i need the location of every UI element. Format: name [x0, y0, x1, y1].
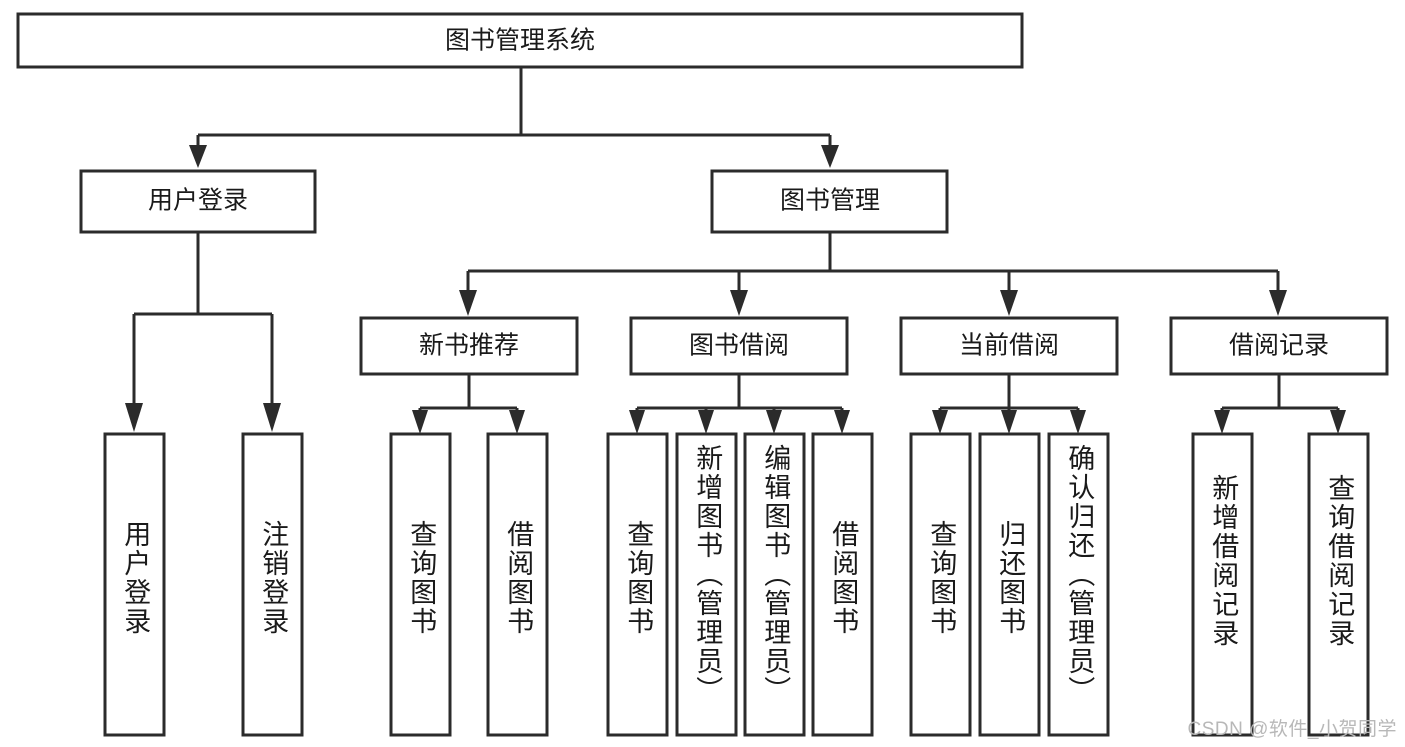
leaf-boxes-user-login: [103, 432, 304, 737]
new-book-recommend-label: 新书推荐: [419, 332, 519, 360]
arrow-to-leaf-bb-1: [629, 410, 645, 434]
root-box[interactable]: [16, 12, 1024, 69]
arrow-to-borrow-record: [1269, 290, 1287, 316]
leaf-boxes-current-borrow: [909, 432, 1110, 737]
arrow-to-user-login: [189, 145, 207, 168]
arrow-to-leaf-cb-2: [1001, 410, 1017, 434]
node-book-borrow[interactable]: 图书借阅: [629, 316, 849, 376]
connector-current-borrow-to-leaves: [932, 374, 1086, 434]
leaf-boxes-borrow-record: [1191, 432, 1370, 737]
borrow-record-label: 借阅记录: [1229, 332, 1329, 360]
current-borrow-label: 当前借阅: [959, 332, 1059, 360]
leaf-box-cb-return-book[interactable]: [978, 432, 1041, 737]
arrow-to-leaf-bb-4: [834, 410, 850, 434]
arrow-to-leaf-user-login: [125, 403, 143, 432]
connector-new-book-recommend-to-leaves: [412, 374, 525, 434]
connector-book-manage-to-level3: [459, 232, 1287, 316]
leaf-box-bb-edit-book[interactable]: [743, 432, 806, 737]
arrow-to-leaf-cb-1: [932, 410, 948, 434]
leaf-box-user-login[interactable]: [103, 432, 166, 737]
arrow-to-leaf-br-2: [1330, 410, 1346, 434]
node-user-login[interactable]: 用户登录: [79, 169, 317, 234]
leaf-box-br-add-record[interactable]: [1191, 432, 1254, 737]
leaf-box-bb-borrow-book[interactable]: [811, 432, 874, 737]
arrow-to-leaf-br-1: [1214, 410, 1230, 434]
arrow-to-leaf-nbr-2: [509, 410, 525, 434]
leaf-boxes-book-borrow: [606, 432, 874, 737]
user-login-label: 用户登录: [148, 187, 248, 215]
node-root[interactable]: 图书管理系统: [16, 12, 1024, 69]
leaf-box-bb-add-book[interactable]: [675, 432, 738, 737]
new-book-recommend-box[interactable]: [359, 316, 579, 376]
node-borrow-record[interactable]: 借阅记录: [1169, 316, 1389, 376]
arrow-to-leaf-bb-2: [698, 410, 714, 434]
arrow-to-leaf-logout: [263, 403, 281, 432]
arrow-to-leaf-nbr-1: [412, 410, 428, 434]
watermark: CSDN @软件_小贺同学: [1187, 719, 1397, 740]
leaf-boxes-new-book-recommend: [389, 432, 549, 737]
leaf-box-nbr-query-book[interactable]: [389, 432, 452, 737]
arrow-to-leaf-cb-3: [1070, 410, 1086, 434]
node-new-book-recommend[interactable]: 新书推荐: [359, 316, 579, 376]
arrow-to-book-borrow: [730, 290, 748, 316]
leaf-box-nbr-borrow-book[interactable]: [486, 432, 549, 737]
book-manage-label: 图书管理: [780, 187, 880, 215]
arrow-to-current-borrow: [1000, 290, 1018, 316]
connector-book-borrow-to-leaves: [629, 374, 850, 434]
node-current-borrow[interactable]: 当前借阅: [899, 316, 1119, 376]
arrow-to-new-book-recommend: [459, 290, 477, 316]
book-borrow-label: 图书借阅: [689, 332, 789, 360]
connector-root-to-level2: [189, 67, 839, 168]
node-book-manage[interactable]: 图书管理: [710, 169, 949, 234]
connector-borrow-record-to-leaves: [1214, 374, 1346, 434]
leaf-box-cb-query-book[interactable]: [909, 432, 972, 737]
connector-user-login-to-leaves: [125, 232, 281, 432]
leaf-box-bb-query-book[interactable]: [606, 432, 669, 737]
root-label: 图书管理系统: [445, 27, 595, 55]
arrow-to-leaf-bb-3: [766, 410, 782, 434]
user-login-box[interactable]: [79, 169, 317, 234]
arrow-to-book-manage: [821, 145, 839, 168]
leaf-box-logout[interactable]: [241, 432, 304, 737]
leaf-box-cb-confirm-return[interactable]: [1047, 432, 1110, 737]
leaf-box-br-query-record[interactable]: [1307, 432, 1370, 737]
current-borrow-box[interactable]: [899, 316, 1119, 376]
